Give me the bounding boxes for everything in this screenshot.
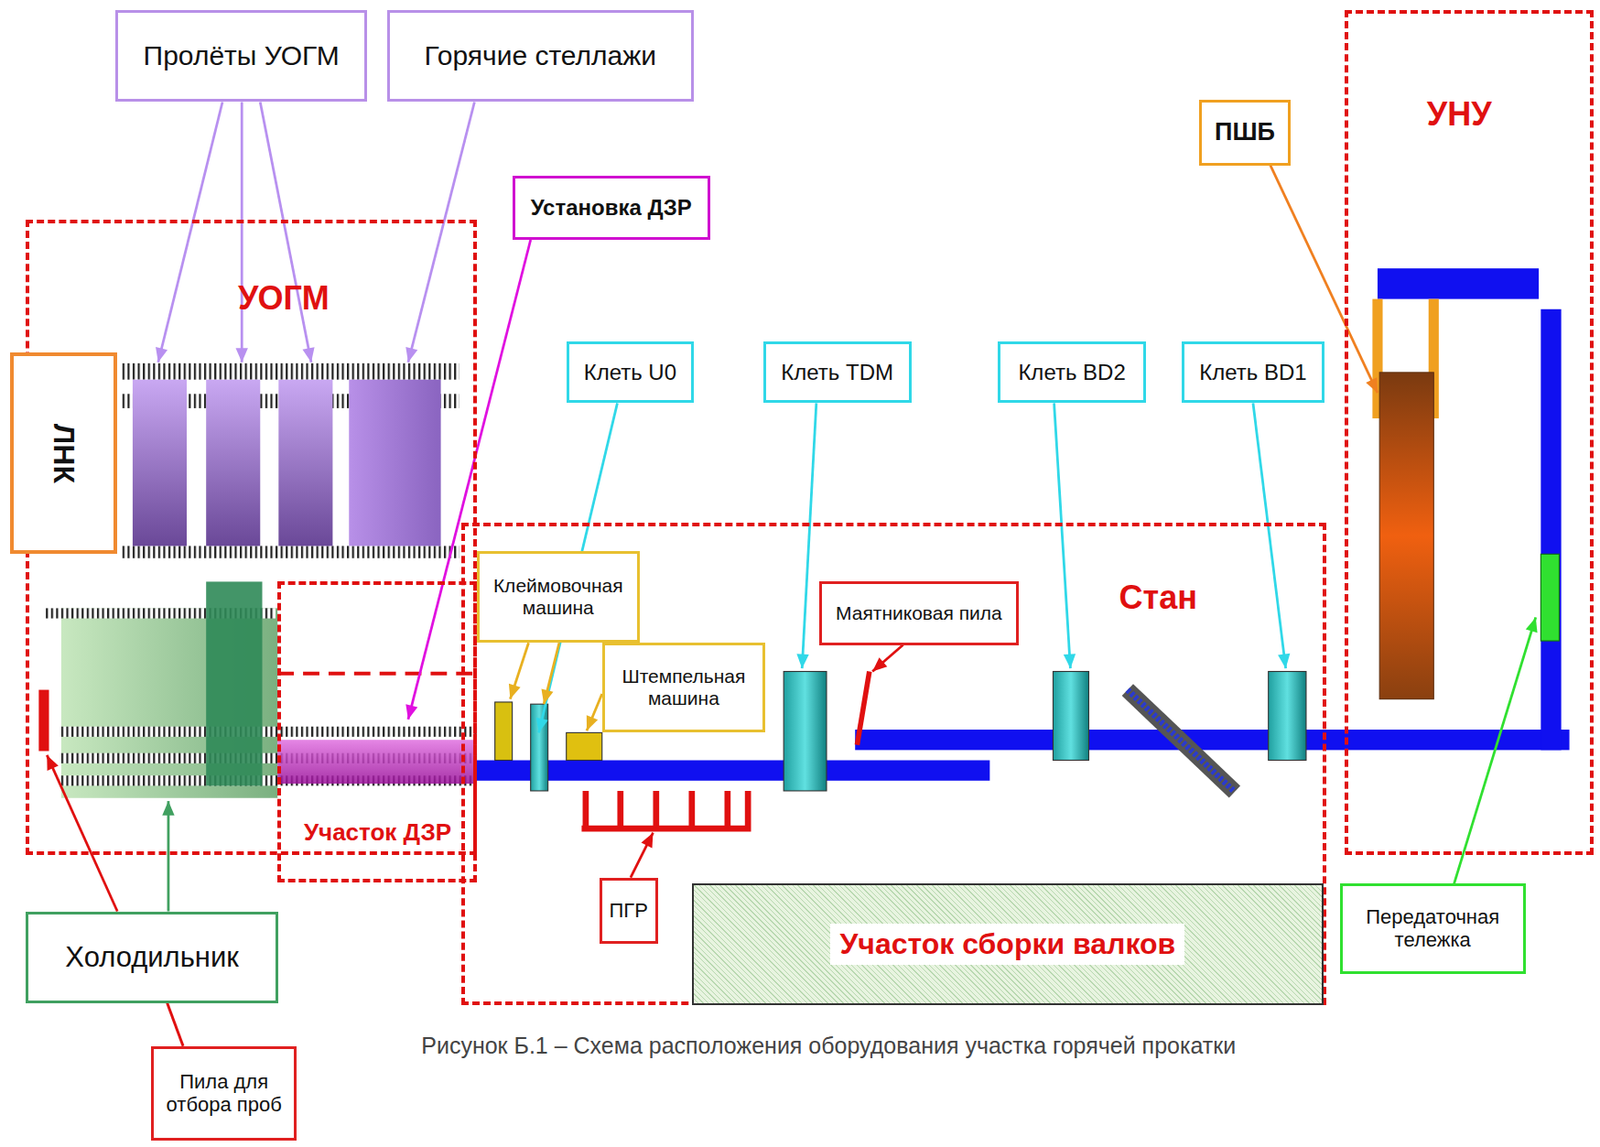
leader-line [1454, 616, 1536, 884]
label-box: Холодильник [25, 911, 279, 1004]
leader-arrowhead [1063, 653, 1076, 669]
leader-line [1253, 402, 1287, 669]
region-dash [277, 671, 476, 676]
label-box: ПГР [599, 877, 659, 944]
figure-caption: Рисунок Б.1 – Схема расположения оборудо… [421, 1032, 1236, 1060]
box-label: Пила для отбора проб [153, 1070, 294, 1117]
box-label: Установка ДЗР [527, 194, 696, 221]
label-box: Пролёты УОГМ [115, 10, 368, 102]
area-region: Стан Клеймовочная машинаМаятниковая пилаШ… [461, 522, 1327, 1006]
leader-line [46, 755, 118, 912]
leader-arrowhead [1277, 653, 1290, 669]
area-region: УНУ [1344, 10, 1594, 855]
leader-line [240, 101, 244, 362]
leader-arrowhead [405, 346, 418, 363]
leader-arrowhead [796, 653, 809, 669]
leader-line [1054, 402, 1071, 669]
leader-arrowhead [872, 657, 887, 671]
leader-line [586, 693, 603, 731]
ogm-spans [120, 363, 460, 559]
leader-arrowhead [162, 800, 174, 816]
box-label: Штемпельная машина [605, 665, 763, 710]
region-label: УОГМ [237, 279, 330, 318]
furnace [1372, 299, 1559, 700]
leader-arrowhead [46, 755, 59, 771]
leader-arrowhead [508, 683, 521, 700]
box-label: Клеймовочная машина [479, 574, 638, 619]
area-region: Участок ДЗР [277, 581, 476, 883]
region-label: Стан [1119, 578, 1198, 617]
leader-arrowhead [641, 832, 654, 849]
leader-arrowhead [302, 346, 314, 363]
box-label: ПШБ [1210, 118, 1279, 147]
box-label: Клеть U0 [580, 359, 681, 386]
leader-line [872, 645, 903, 672]
leader-arrowhead [586, 714, 598, 731]
connector-line [167, 1003, 184, 1047]
leader-arrowhead [536, 717, 549, 734]
leader-line [167, 800, 171, 911]
leader-line [259, 101, 312, 362]
box-label: Пролёты УОГМ [140, 40, 344, 73]
leader-line [158, 101, 223, 362]
leader-arrowhead [1525, 616, 1538, 633]
box-label: Участок сборки валков [830, 923, 1185, 965]
label-box: ЛНК [10, 352, 118, 555]
label-box: Передаточная тележка [1340, 883, 1526, 973]
region-label: УНУ [1427, 95, 1492, 134]
box-label: ЛНК [46, 422, 81, 483]
box-label: Клеть BD2 [1014, 359, 1129, 386]
label-box: Пила для отбора проб [151, 1046, 297, 1142]
leader-line [408, 239, 531, 720]
label-box: Клеть U0 [566, 341, 694, 403]
label-box: Клеймовочная машина [476, 551, 640, 643]
label-box: Установка ДЗР [512, 175, 711, 240]
leader-line [630, 832, 654, 878]
box-label: Клеть TDM [777, 359, 898, 386]
region-label: Участок ДЗР [303, 818, 452, 847]
label-box: Горячие стеллажи [387, 10, 695, 102]
box-label: Холодильник [61, 940, 243, 974]
label-box: Клеть BD1 [1181, 341, 1325, 403]
box-label: Маятниковая пила [832, 602, 1006, 625]
label-box: Клеть TDM [763, 341, 912, 403]
leader-arrowhead [155, 346, 168, 363]
leader-line [408, 101, 475, 362]
box-label: Передаточная тележка [1342, 905, 1524, 952]
leader-arrowhead [236, 347, 249, 363]
label-box: Клеть BD2 [997, 341, 1146, 403]
box-label: ПГР [605, 898, 652, 922]
box-label: Клеть BD1 [1195, 359, 1310, 386]
leader-arrowhead [1365, 377, 1378, 393]
label-box: Маятниковая пила [819, 581, 1018, 645]
cooling-bed [38, 581, 480, 798]
leader-line [801, 402, 817, 669]
box-label: Горячие стеллажи [421, 40, 661, 73]
leader-arrowhead [405, 703, 418, 720]
label-box: ПШБ [1199, 99, 1291, 165]
area-band: Участок сборки валков [691, 883, 1324, 1006]
leader-arrowhead [540, 688, 553, 704]
label-box: Штемпельная машина [602, 642, 766, 733]
